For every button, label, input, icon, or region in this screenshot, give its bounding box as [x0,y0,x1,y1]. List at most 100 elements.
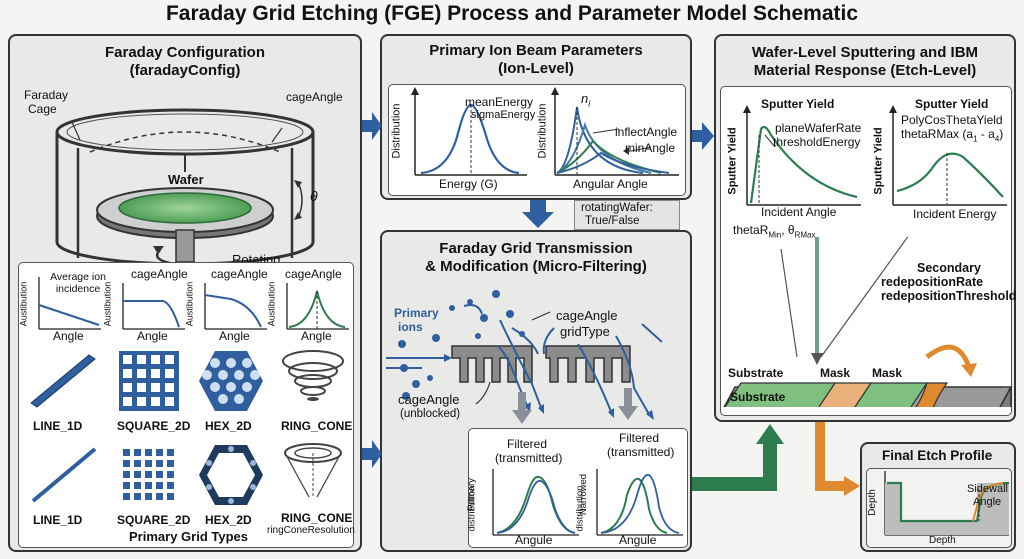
wafer-sputtering-panel: Wafer-Level Sputtering and IBM Material … [714,34,1016,422]
theta-r-max-mid: - a [977,127,995,141]
faraday-cage-illustration [55,108,315,266]
sputter-yield-plot-2 [889,105,1007,206]
substrate-label-top: Substrate [728,366,784,380]
arrow-ion-to-wafer [692,122,714,150]
arrow-ion-to-grid [522,200,554,228]
final-etch-title: Final Etch Profile [882,448,993,463]
mask-label-1: Mask [820,366,851,380]
min-angle-label: minAngle [625,141,676,155]
final-etch-plot-box: Depth Depth Sidewall Angle [866,468,1012,548]
grid-type-hex2d-1: HEX_2D [205,419,252,433]
grid-title-line1: Faraday Grid Transmission [439,240,633,257]
final-ylabel: Depth [866,489,878,516]
energy-label-1: meanEnergy [465,95,534,109]
theta-r-max-text: thetaRMax (a [901,127,974,141]
theta-r-max-label: thetaRMax (a1 - a4) [901,127,1003,143]
mini-plot-1-xlabel: Angle [53,329,84,343]
rotating-wafer-line2: True/False [585,215,640,227]
grid-row1-shapes [30,350,344,411]
substrate-label-bottom: Substrate [730,390,786,404]
ion-title-line1: Primary Ion Beam Parameters [429,42,643,59]
cage-label-1: Faraday [24,88,69,102]
grid-type-hex2d-2: HEX_2D [205,513,252,527]
angular-distribution-plot [551,87,679,176]
grid-type-label: gridType [560,324,610,339]
rotating-wafer-line1: rotatingWafer: [581,202,653,214]
filtered-plot-2-ylabel-2: distribution [574,485,586,532]
mini-plot-2 [122,283,185,330]
angle-label-1: ni [581,91,590,109]
mini-plot-1-ylabel: Austibution [18,281,29,327]
grid-cross-section [451,345,533,383]
theta-r-text: thetaR [733,223,769,237]
filtered-2-line1: Filtered [619,431,660,445]
n-i-subscript: i [588,98,591,109]
energy-ylabel: Distribution [390,103,403,159]
theta-r-mid: , θ [781,223,795,237]
grid-filter-illustration [386,290,663,424]
cage-angle-label: cageAngle [286,90,343,104]
final-etch-plot [884,471,1010,536]
threshold-energy-label: thresholdEnergy [773,135,861,149]
theta-r-max-sub2: 4 [994,134,1000,144]
faraday-title-line2: (faradayConfig) [129,62,241,79]
filtered-plot-2-xlabel: Angule [619,533,657,547]
sputter-plot-1-title: Sputter Yield [761,97,835,111]
secondary-label-1: Secondary [917,261,981,275]
angle-ylabel: Distribution [536,103,549,159]
wafer-label: Wafer [168,172,204,187]
arrow-wafer-to-final [815,422,846,491]
grid-type-line1d-1: LINE_1D [33,419,83,433]
grid-type-ringcone-1: RING_CONE [281,419,353,433]
secondary-label-3: redepositionThreshold [881,289,1017,303]
mini-plot-3 [204,283,267,330]
arrow-grid-to-wafer [692,440,777,491]
primary-ions-label-1: Primary [394,306,439,320]
sidewall-label-2: Angle [973,496,1002,508]
filtered-plot-1-xlabel: Angule [515,533,553,547]
primary-ions-label-2: ions [398,320,423,334]
theta-r-max-end: ) [999,127,1004,141]
plane-wafer-rate-label: planeWaferRate [775,121,862,135]
faraday-config-panel: Faraday Configuration (faradayConfig) [8,34,362,552]
wafer-title-line1: Wafer-Level Sputtering and IBM [751,44,979,61]
mask-label-2: Mask [872,366,903,380]
theta-r-max-sub1: 1 [973,134,978,144]
energy-distribution-plot [411,87,527,176]
sputter-curve-2 [896,152,1004,198]
sputter-plot-2-ylabel: Sputter Yield [872,127,885,195]
mini-plot-3-xlabel: Angle [219,329,250,343]
mini-plot-4 [286,283,349,330]
sputter-plot-2-title: Sputter Yield [915,97,989,111]
wafer-title-line2: Material Response (Etch-Level) [753,62,977,79]
primary-grid-types-footer: Primary Grid Types [129,529,248,544]
secondary-label-2: redepositionRate [881,275,984,289]
sidewall-label-1: Sidewall [967,483,1008,495]
mini-plot-1-title: Average ion incidence [50,271,106,295]
n-i-label: n [581,91,589,106]
ion-title-line2: (Ion-Level) [498,60,574,77]
mini-plot-3-title: cageAngle [211,267,268,281]
sputter-plots-box: Sputter Yield Sputter Yield planeWaferRa… [720,86,1016,416]
grid-types-box: Average ion incidence cageAngle cageAngl… [18,262,355,548]
inflect-angle-label: inflectAngle [615,125,678,139]
theta-r-min-label: thetaRMin, θRMax [733,223,815,239]
sputter-yield-plot-1 [743,105,861,206]
mini-plot-2-title: cageAngle [131,267,188,281]
grid-type-line1d-2: LINE_1D [33,513,83,527]
grid-row2-shapes [31,443,342,505]
mini-plot-2-xlabel: Angle [137,329,168,343]
poly-cos-theta-yield-label: PolyCosThetaYield [901,113,1003,127]
filtered-2-line2: (transmitted) [607,445,675,459]
filtered-plot-2 [596,469,683,536]
theta-label: θ [310,188,318,204]
ion-beam-panel: Primary Ion Beam Parameters (Ion-Level) … [380,34,692,200]
unblocked-label-2: (unblocked) [400,408,461,420]
ring-cone-resolution: ringConeResolution [267,525,355,536]
energy-label-2: sigmaEnergy [471,109,536,121]
arrow-faraday-to-ion [362,112,382,140]
ion-plots-box: meanEnergy sigmaEnergy Distribution Ener… [388,84,686,196]
grid-type-ringcone-2: RING_CONE [281,511,353,525]
cage-top-rim [55,108,315,156]
